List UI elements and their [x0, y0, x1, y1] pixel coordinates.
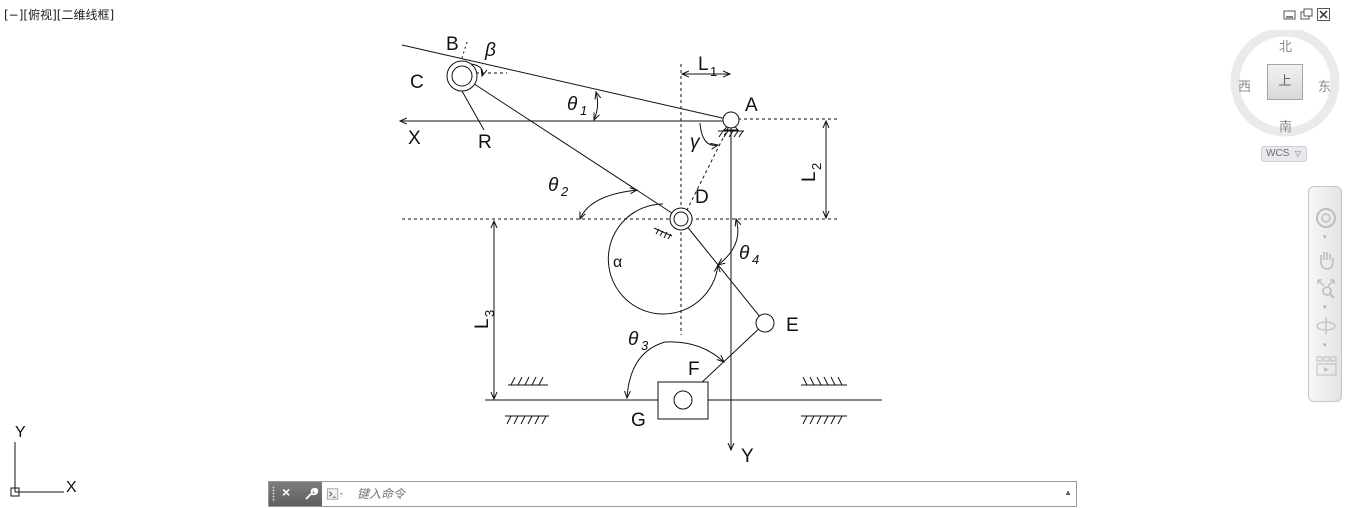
label-beta: β: [484, 40, 496, 61]
label-r: R: [478, 132, 492, 153]
chevron-down-icon[interactable]: ▾: [1323, 304, 1327, 311]
pivot-d-support: [653, 227, 673, 240]
pan-hand-icon[interactable]: [1315, 249, 1337, 271]
wcs-menu[interactable]: WCS ▽: [1261, 146, 1307, 162]
arc-beta: [470, 63, 483, 76]
viewcube[interactable]: 北 南 东 西 上 WCS ▽: [1228, 30, 1344, 170]
label-b: B: [446, 34, 459, 55]
label-d: D: [695, 187, 709, 208]
joint-f: [673, 390, 693, 410]
chevron-up-icon[interactable]: ▲: [1064, 488, 1072, 497]
grip-handle-icon[interactable]: [272, 486, 275, 502]
ucs-x-label: X: [66, 479, 77, 496]
close-command-line-button[interactable]: ×: [282, 484, 291, 500]
compass-north[interactable]: 北: [1279, 40, 1293, 55]
label-theta2-sub: 2: [560, 184, 569, 199]
arc-alpha: [607, 203, 718, 315]
zoom-extents-icon[interactable]: [1315, 277, 1337, 299]
label-axis-x: X: [408, 128, 421, 149]
compass-east[interactable]: 东: [1318, 80, 1332, 95]
joint-e: [755, 313, 775, 333]
label-theta4-sub: 4: [752, 252, 759, 267]
label-g: G: [631, 410, 646, 431]
label-l1-sub: 1: [710, 64, 717, 79]
wcs-label: WCS: [1266, 148, 1290, 159]
close-icon[interactable]: [1317, 8, 1330, 21]
ad-dashed-link: [683, 121, 732, 217]
label-theta4: θ: [739, 243, 750, 264]
steering-wheel-icon[interactable]: [1315, 207, 1337, 229]
radius-r-leader: [458, 84, 485, 131]
label-a: A: [745, 95, 758, 116]
label-theta2: θ: [548, 175, 559, 196]
arc-theta3: [627, 341, 724, 398]
label-alpha: α: [613, 254, 622, 271]
link-de: [680, 218, 766, 324]
link-ef: [682, 322, 766, 401]
compass-west[interactable]: 西: [1238, 80, 1252, 95]
ground-hatch-right-top: [801, 376, 847, 386]
command-line: × ▲: [268, 481, 1077, 507]
joint-c: [451, 65, 473, 87]
slider-g-block: [657, 381, 709, 420]
label-axis-y: Y: [741, 446, 754, 467]
wrench-icon[interactable]: [303, 486, 319, 502]
pivot-a-support: [718, 121, 744, 138]
joint-a: [722, 111, 740, 129]
label-l3-sub: 3: [482, 310, 497, 317]
joint-d: [673, 211, 689, 227]
label-theta1-sub: 1: [580, 103, 587, 118]
command-line-grip[interactable]: ×: [269, 482, 322, 506]
label-l2: L: [799, 171, 820, 182]
b-dashed-tick-vert: [461, 41, 468, 59]
chevron-down-icon: ▽: [1294, 149, 1301, 158]
viewport-window-controls: [1283, 8, 1330, 21]
label-f: F: [688, 359, 700, 380]
label-theta1: θ: [567, 94, 578, 115]
chevron-down-icon[interactable]: ▾: [1323, 342, 1327, 349]
minimize-icon[interactable]: [1283, 8, 1296, 21]
showmotion-icon[interactable]: [1315, 355, 1337, 377]
ucs-y-label: Y: [15, 424, 26, 441]
arc-gamma: [699, 122, 718, 145]
arc-theta2: [580, 190, 637, 219]
joint-d-outer: [669, 207, 693, 231]
navigation-bar: ▾ ▾ ▾: [1308, 186, 1342, 402]
ground-hatch-left-top: [508, 376, 548, 386]
joint-c-outer: [446, 60, 478, 92]
viewport-controls-label[interactable]: [−][俯视][二维线框]: [4, 8, 115, 22]
label-c: C: [410, 72, 424, 93]
link-cd: [461, 75, 682, 220]
viewcube-compass-ring[interactable]: [1228, 30, 1344, 146]
ucs-icon[interactable]: Y X: [0, 420, 100, 508]
ground-hatch-left-bottom: [505, 415, 549, 425]
restore-icon[interactable]: [1300, 8, 1313, 21]
orbit-icon[interactable]: [1315, 315, 1337, 337]
command-prompt-icon[interactable]: [327, 487, 343, 501]
label-theta3-sub: 3: [641, 338, 649, 353]
command-input[interactable]: [357, 484, 1047, 503]
arc-theta4: [718, 219, 738, 265]
chevron-down-icon[interactable]: ▾: [1323, 234, 1327, 241]
link-ac: [401, 44, 732, 121]
compass-south[interactable]: 南: [1279, 120, 1293, 135]
viewcube-top-face[interactable]: 上: [1267, 64, 1303, 100]
label-l1: L: [698, 54, 709, 75]
arc-theta1: [594, 92, 598, 120]
label-gamma: γ: [690, 132, 701, 153]
ground-hatch-right-bottom: [801, 415, 847, 425]
label-e: E: [786, 315, 799, 336]
label-theta3: θ: [628, 329, 639, 350]
label-l2-sub: 2: [809, 163, 824, 170]
label-l3: L: [472, 318, 493, 329]
